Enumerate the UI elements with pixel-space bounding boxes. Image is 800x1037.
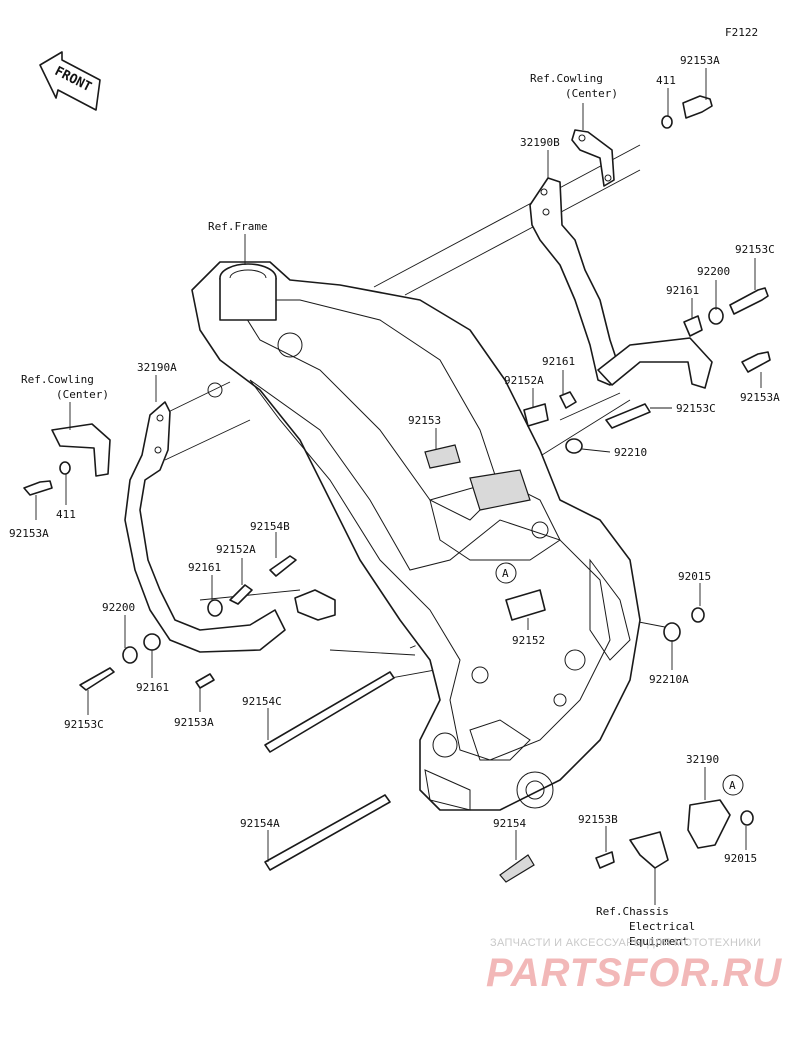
- label-92015-bottom: 92015: [724, 852, 757, 865]
- fasteners-right: [424, 95, 771, 642]
- label-92153C-left: 92153C: [64, 718, 104, 731]
- label-ref-cowling-left-2: (Center): [56, 388, 109, 401]
- label-ref-cowling-left-1: Ref.Cowling: [21, 373, 94, 386]
- bracket-32190: [595, 799, 754, 869]
- label-32190A: 32190A: [137, 361, 177, 374]
- label-32190: 32190: [686, 753, 719, 766]
- label-92152A-right: 92152A: [504, 374, 544, 387]
- label-ref-frame: Ref.Frame: [208, 220, 268, 233]
- watermark-subtitle: ЗАПЧАСТИ И АКСЕССУАРЫ ДЛЯ МОТОТЕХНИКИ: [490, 937, 762, 949]
- label-411-top: 411: [656, 74, 676, 87]
- label-92153A-left-2: 92153A: [174, 716, 214, 729]
- label-92154A: 92154A: [240, 817, 280, 830]
- label-92153: 92153: [408, 414, 441, 427]
- label-ref-chassis-2: Electrical: [629, 920, 695, 933]
- label-92153A-top: 92153A: [680, 54, 720, 67]
- bracket-32190B: [529, 129, 713, 389]
- label-92154C: 92154C: [242, 695, 282, 708]
- label-ref-cowling-tr-1: Ref.Cowling: [530, 72, 603, 85]
- label-92161-right-1: 92161: [666, 284, 699, 297]
- bracket-32190A: [51, 401, 336, 653]
- label-92153A-right: 92153A: [740, 391, 780, 404]
- label-92154: 92154: [493, 817, 526, 830]
- label-92153C-right: 92153C: [735, 243, 775, 256]
- label-92210A: 92210A: [649, 673, 689, 686]
- label-ref-cowling-tr-2: (Center): [565, 87, 618, 100]
- label-92152: 92152: [512, 634, 545, 647]
- label-92210: 92210: [614, 446, 647, 459]
- label-92152A-left: 92152A: [216, 543, 256, 556]
- label-92161-left-1: 92161: [188, 561, 221, 574]
- label-92153B: 92153B: [578, 813, 618, 826]
- figure-code: F2122: [725, 26, 758, 39]
- label-ref-chassis-1: Ref.Chassis: [596, 905, 669, 918]
- label-92153C-right-2: 92153C: [676, 402, 716, 415]
- label-ref-chassis-3: Equipment: [629, 935, 689, 948]
- label-92200-left: 92200: [102, 601, 135, 614]
- callout-a-2: A: [722, 774, 744, 796]
- callout-a1-label: A: [502, 567, 509, 580]
- front-arrow-icon: FRONT: [39, 51, 101, 111]
- main-frame: [191, 261, 641, 811]
- watermark-brand: PARTSFOR.RU: [486, 951, 783, 995]
- leader-lines: [35, 68, 762, 905]
- fasteners-left: [23, 461, 535, 883]
- callout-a2-label: A: [729, 779, 736, 792]
- callout-a-1: A: [495, 562, 517, 584]
- part-labels: 92153A 411 Ref.Cowling (Center) 32190B R…: [9, 54, 780, 948]
- label-411-left: 411: [56, 508, 76, 521]
- label-92153A-left: 92153A: [9, 527, 49, 540]
- label-92200-right: 92200: [697, 265, 730, 278]
- label-92154B: 92154B: [250, 520, 290, 533]
- label-92015-right: 92015: [678, 570, 711, 583]
- label-32190B: 32190B: [520, 136, 560, 149]
- label-92161-left-2: 92161: [136, 681, 169, 694]
- label-92161-right-2: 92161: [542, 355, 575, 368]
